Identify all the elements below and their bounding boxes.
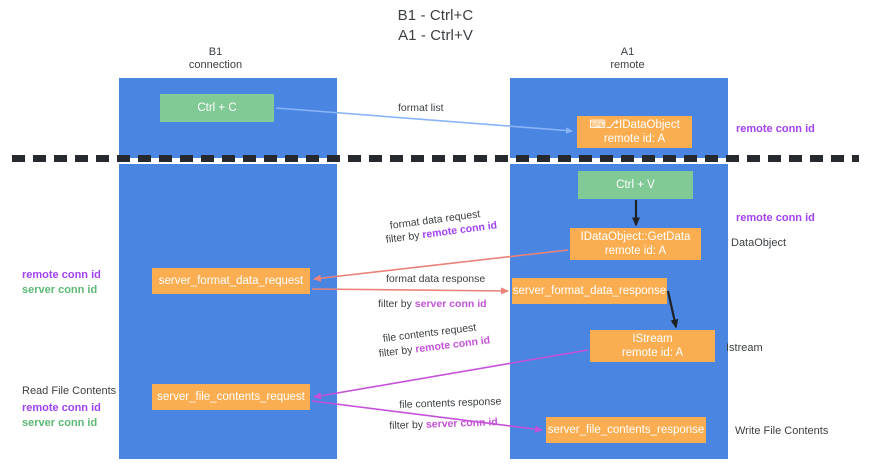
lane-a1-bottom (510, 164, 728, 459)
annotation-left-conn-ids-2: remote conn id server conn id (22, 401, 101, 431)
box-ctrl-v[interactable]: Ctrl + V (578, 171, 693, 199)
label-fcresp-filter-prefix: filter by (389, 418, 427, 432)
box-server-format-data-request-label: server_format_data_request (158, 275, 304, 287)
box-istream[interactable]: IStream remote id: A (590, 330, 715, 362)
column-header-b1-name: B1 (208, 46, 223, 58)
label-fcr-filter-prefix: filter by (378, 343, 417, 360)
column-header-a1: A1 remote (545, 46, 710, 72)
label-fdr-filter-prefix: filter by (385, 229, 424, 246)
box-idataobject[interactable]: ⌨⎇IDataObject remote id: A (577, 116, 692, 148)
label-format-data-response-filter: filter by server conn id (378, 297, 487, 311)
label-fdresp-filter-prefix: filter by (378, 298, 415, 310)
box-server-file-contents-response-label: server_file_contents_response (547, 424, 705, 436)
box-server-file-contents-response[interactable]: server_file_contents_response (546, 417, 706, 443)
annotation-left-server-conn-id-2: server conn id (22, 417, 98, 429)
arrow-format-data-response (311, 287, 509, 295)
label-format-data-response: format data response (386, 273, 486, 285)
box-ctrl-c-label: Ctrl + C (197, 102, 237, 114)
box-idataobject-sub: remote id: A (603, 133, 666, 145)
box-istream-sub: remote id: A (621, 347, 684, 359)
column-header-b1: B1 connection (148, 46, 283, 72)
annotation-left-server-conn-id-1: server conn id (22, 284, 98, 296)
annotation-dataobject: DataObject (731, 237, 787, 249)
label-file-contents-response-filter: filter by server conn id (389, 415, 498, 433)
label-format-list: format list (398, 102, 444, 114)
annotation-write-file-contents: Write File Contents (735, 425, 829, 437)
label-fcresp-filter-key: server conn id (425, 416, 498, 431)
box-getdata-label: IDataObject::GetData (580, 231, 691, 243)
column-header-a1-role: remote (610, 59, 645, 71)
separator-dashed-line (12, 155, 859, 162)
box-idataobject-label: ⌨⎇IDataObject (589, 119, 680, 131)
page-title-line-1: B1 - Ctrl+C (397, 7, 474, 24)
box-idataobject-getdata[interactable]: IDataObject::GetData remote id: A (570, 228, 701, 260)
box-istream-label: IStream (632, 333, 673, 345)
annotation-remote-conn-id-top: remote conn id (736, 123, 815, 135)
annotation-left-remote-conn-id-1: remote conn id (22, 269, 101, 281)
label-fdresp-filter-key: server conn id (414, 298, 487, 310)
label-file-contents-response: file contents response (399, 395, 502, 411)
box-ctrl-c[interactable]: Ctrl + C (160, 94, 274, 122)
box-server-file-contents-request[interactable]: server_file_contents_request (152, 384, 310, 410)
box-server-format-data-request[interactable]: server_format_data_request (152, 268, 310, 294)
box-server-file-contents-request-label: server_file_contents_request (157, 391, 305, 403)
box-getdata-sub: remote id: A (604, 245, 667, 257)
box-server-format-data-response[interactable]: server_format_data_response (512, 278, 667, 304)
page-title-line-2: A1 - Ctrl+V (398, 27, 473, 44)
annotation-istream: Istream (726, 342, 763, 354)
annotation-left-remote-conn-id-2: remote conn id (22, 402, 101, 414)
column-header-a1-name: A1 (620, 46, 635, 58)
box-ctrl-v-label: Ctrl + V (616, 179, 655, 191)
box-server-format-data-response-label: server_format_data_response (512, 285, 667, 297)
annotation-left-conn-ids-1: remote conn id server conn id (22, 268, 101, 298)
page-title: B1 - Ctrl+C A1 - Ctrl+V (0, 6, 871, 46)
annotation-remote-conn-id-mid: remote conn id (736, 212, 815, 224)
column-header-b1-role: connection (188, 59, 243, 71)
lane-b1-bottom (119, 164, 337, 459)
annotation-read-file-contents: Read File Contents (22, 385, 117, 397)
